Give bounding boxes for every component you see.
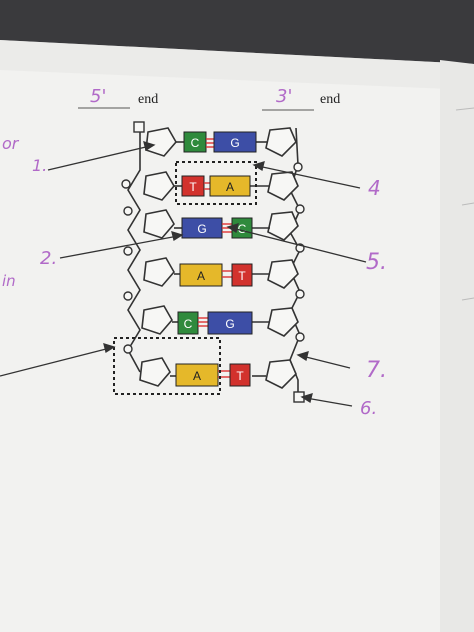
pointer-arrows	[0, 141, 367, 407]
svg-text:A: A	[226, 180, 234, 194]
svg-text:T: T	[189, 180, 197, 194]
left-backbone	[127, 128, 141, 373]
label-1: 1.	[32, 156, 48, 175]
margin-fragment-upper: or	[2, 134, 19, 153]
dotted-box-nucleotide-pair	[175, 161, 257, 205]
base-pair-3: G C	[181, 217, 253, 239]
svg-text:C: C	[191, 136, 200, 150]
five-prime-end-word: end	[138, 92, 159, 107]
svg-text:T: T	[236, 369, 244, 383]
svg-text:C: C	[238, 222, 247, 236]
label-2: 2.	[40, 248, 58, 269]
svg-text:G: G	[197, 222, 206, 236]
three-prime-end-word: end	[320, 92, 341, 107]
svg-text:A: A	[197, 269, 205, 283]
base-pair-5: C G	[177, 311, 253, 335]
svg-text:A: A	[193, 369, 201, 383]
svg-text:G: G	[230, 136, 239, 150]
base-pair-4: A T	[179, 263, 253, 287]
base-pair-6: A T	[175, 363, 251, 387]
label-6: 6.	[360, 398, 378, 419]
base-pair-2: T A	[181, 175, 251, 197]
label-7: 7.	[366, 358, 387, 383]
three-prime-label: 3'	[276, 86, 293, 107]
svg-text:T: T	[238, 269, 246, 283]
five-prime-label: 5'	[90, 86, 107, 107]
svg-text:C: C	[184, 317, 193, 331]
label-5: 5.	[366, 250, 387, 275]
dotted-box-nucleotide	[113, 337, 221, 395]
svg-text:G: G	[225, 317, 234, 331]
label-4: 4	[368, 176, 381, 200]
phosphate-groups	[121, 121, 305, 403]
margin-fragment-middle: in	[2, 272, 16, 290]
base-pair-1: C G	[183, 131, 257, 153]
paper-sheet	[0, 40, 474, 632]
